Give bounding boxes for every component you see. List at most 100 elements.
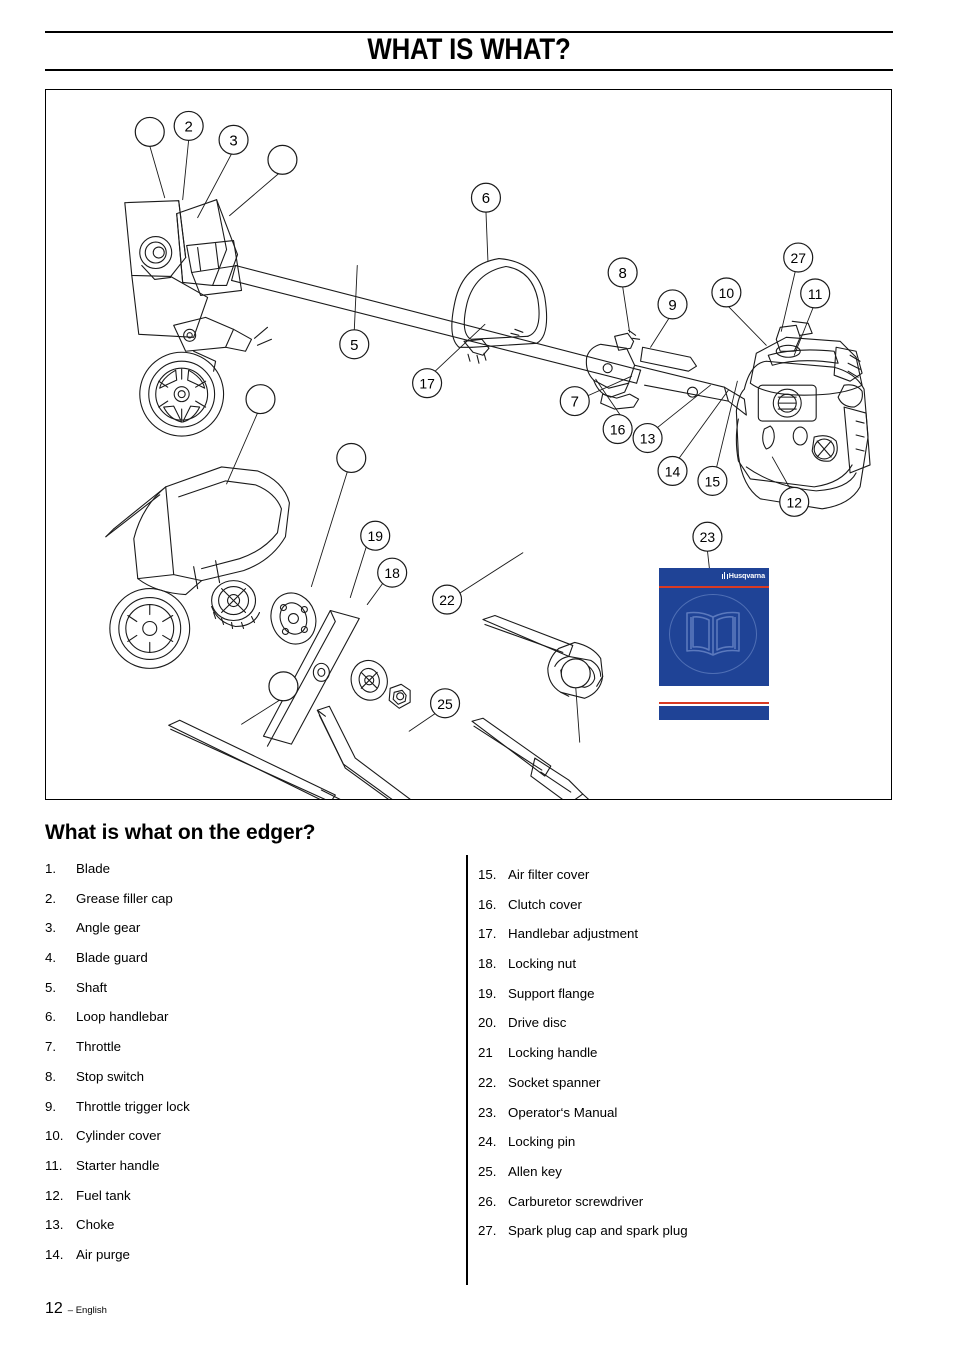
svg-text:12: 12 [786, 494, 802, 510]
header-rule-bottom [45, 69, 893, 71]
part-list-item: 15.Air filter cover [478, 867, 888, 897]
callout-3: 3 [218, 124, 249, 155]
page-title: WHAT IS WHAT? [367, 33, 571, 66]
edger-exploded-diagram: 2 3 5 6 7 8 9 10 11 12 13 14 15 16 17 1 [105, 110, 871, 799]
section-heading: What is what on the edger? [45, 821, 316, 844]
part-number: 10. [45, 1128, 64, 1144]
callout-bubbles: 2 3 5 6 7 8 9 10 11 12 13 14 15 16 17 1 [134, 110, 831, 719]
part-label: Air filter cover [508, 867, 590, 882]
part-label: Cylinder cover [76, 1128, 161, 1144]
part-list-item: 1.Blade [45, 861, 445, 891]
part-list-item: 5. Shaft [45, 980, 445, 1010]
part-list-item: 10. Cylinder cover [45, 1128, 445, 1158]
figure-illustration: 2 3 5 6 7 8 9 10 11 12 13 14 15 16 17 1 [46, 90, 891, 799]
part-number: 5. [45, 979, 57, 995]
part-label: Locking pin [508, 1134, 576, 1150]
part-list-item: 12. Fuel tank [45, 1188, 445, 1218]
part-number: 20. [478, 1015, 497, 1031]
svg-text:23: 23 [700, 529, 716, 545]
part-list-item: 16. Clutch cover [478, 897, 888, 927]
callout-5: 5 [339, 329, 370, 360]
callout-8: 8 [607, 257, 638, 288]
part-list-item: 13.Choke [45, 1217, 445, 1247]
svg-text:11: 11 [808, 286, 823, 302]
part-number: 4. [45, 950, 57, 966]
part-number: 26. [478, 1193, 497, 1209]
svg-text:5: 5 [350, 337, 358, 354]
open-book-icon [686, 611, 740, 656]
svg-text:14: 14 [665, 463, 681, 479]
callout-22: 22 [431, 584, 463, 615]
part-number: 9. [45, 1098, 57, 1114]
callout-13: 13 [632, 422, 663, 454]
part-number: 7. [45, 1039, 57, 1055]
part-label: Locking nut [508, 956, 577, 972]
callout-18: 18 [377, 557, 408, 588]
part-number: 11. [45, 1157, 63, 1173]
svg-text:3: 3 [229, 132, 237, 149]
part-number: 22. [478, 1074, 497, 1090]
part-list-item: 26.Carburetor screwdriver [478, 1194, 888, 1224]
part-number: 24. [478, 1134, 497, 1150]
part-list-item: 4.Blade guard [45, 950, 445, 980]
part-list-item: 19.Support flange [478, 986, 888, 1016]
part-label: Stop switch [76, 1068, 144, 1084]
svg-text:13: 13 [640, 431, 656, 447]
svg-text:8: 8 [618, 265, 626, 282]
part-list-item: 22. Socket spanner [478, 1075, 888, 1105]
part-label: Throttle trigger lock [76, 1098, 190, 1114]
edger-head-assembly [124, 199, 273, 437]
callout-21 [245, 384, 276, 415]
part-label: Locking handle [508, 1045, 598, 1061]
part-list-item: 2. Grease filler cap [45, 891, 445, 921]
husqvarna-wordmark: Husqvarna [728, 571, 765, 580]
callout-23: 23 [692, 521, 723, 552]
manual-circle-decor [669, 594, 757, 674]
part-number: 2. [45, 890, 57, 906]
part-number: 12. [45, 1187, 64, 1203]
svg-text:9: 9 [668, 297, 676, 314]
svg-text:7: 7 [571, 394, 579, 411]
part-number: 23. [478, 1104, 497, 1120]
part-label: Starter handle [76, 1157, 160, 1173]
callout-20 [336, 442, 367, 474]
part-number: 27. [478, 1223, 497, 1239]
part-number: 1. [45, 861, 57, 876]
callout-27: 27 [783, 242, 814, 273]
part-label: Grease filler cap [76, 890, 173, 906]
part-label: Throttle [76, 1039, 122, 1055]
edger-head-exploded [105, 466, 411, 747]
loop-handlebar [451, 257, 548, 364]
callout-leaders [149, 139, 814, 743]
part-label: Fuel tank [76, 1187, 131, 1203]
svg-text:2: 2 [184, 118, 192, 135]
callout-24 [268, 671, 299, 702]
part-number: 16. [478, 896, 497, 912]
part-number: 14. [45, 1246, 64, 1262]
svg-text:16: 16 [610, 422, 626, 438]
header-rule-top [45, 31, 893, 33]
manual-pages-edge [659, 686, 769, 702]
carburetor-screwdriver-tool [471, 717, 590, 799]
part-label: Socket spanner [508, 1074, 601, 1090]
part-list-item: 9. Throttle trigger lock [45, 1099, 445, 1129]
part-list-item: 18. Locking nut [478, 956, 888, 986]
callout-4 [267, 144, 298, 175]
part-list-item: 7. Throttle [45, 1039, 445, 1069]
part-number: 18. [478, 956, 497, 972]
callout-17: 17 [412, 368, 443, 399]
svg-text:19: 19 [367, 528, 383, 544]
figure-frame: 2 3 5 6 7 8 9 10 11 12 13 14 15 16 17 1 [45, 89, 892, 800]
part-label: Operator‘s Manual [508, 1104, 618, 1120]
callout-26 [560, 658, 591, 689]
callout-7: 7 [559, 386, 590, 417]
part-number: 8. [45, 1068, 57, 1084]
callout-15: 15 [697, 465, 728, 496]
part-label: Choke [76, 1217, 115, 1233]
part-label: Support flange [508, 985, 595, 1001]
part-label: Shaft [76, 979, 108, 995]
svg-text:25: 25 [437, 696, 453, 712]
part-label: Clutch cover [508, 896, 582, 912]
